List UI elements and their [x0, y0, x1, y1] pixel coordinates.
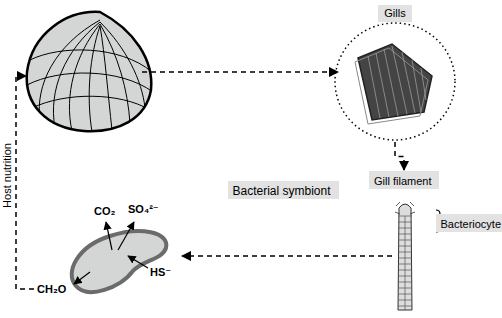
- dashed-arrow: [16, 76, 34, 289]
- dashed-arrow: [142, 71, 338, 73]
- label-box: Gill filament: [369, 171, 439, 189]
- label-box: Bacterial symbiont: [228, 181, 339, 199]
- dashed-arrow: [182, 255, 392, 257]
- dashed-arrow: [395, 142, 404, 170]
- chemical-formula: HS⁻: [150, 266, 171, 279]
- axis-note: Host nutrition: [1, 141, 14, 210]
- bacterium: [72, 222, 167, 292]
- clam-shell: [27, 12, 153, 132]
- chemical-formula: SO₄²⁻: [128, 203, 159, 216]
- chemical-formula: CO₂: [94, 205, 115, 218]
- gills-region: Gills: [333, 3, 457, 142]
- chemical-formula: CH₂O: [37, 283, 66, 296]
- gill-filament: [395, 202, 415, 310]
- gill-piece: [355, 44, 432, 124]
- node-text: Gills: [378, 5, 411, 22]
- label-box: Bacteriocyte: [436, 214, 502, 232]
- node-text: Bacteriocyte: [436, 216, 502, 233]
- node-text: Bacterial symbiont: [228, 183, 336, 200]
- dotted-outline: [333, 21, 457, 142]
- node-text: Gill filament: [369, 173, 436, 190]
